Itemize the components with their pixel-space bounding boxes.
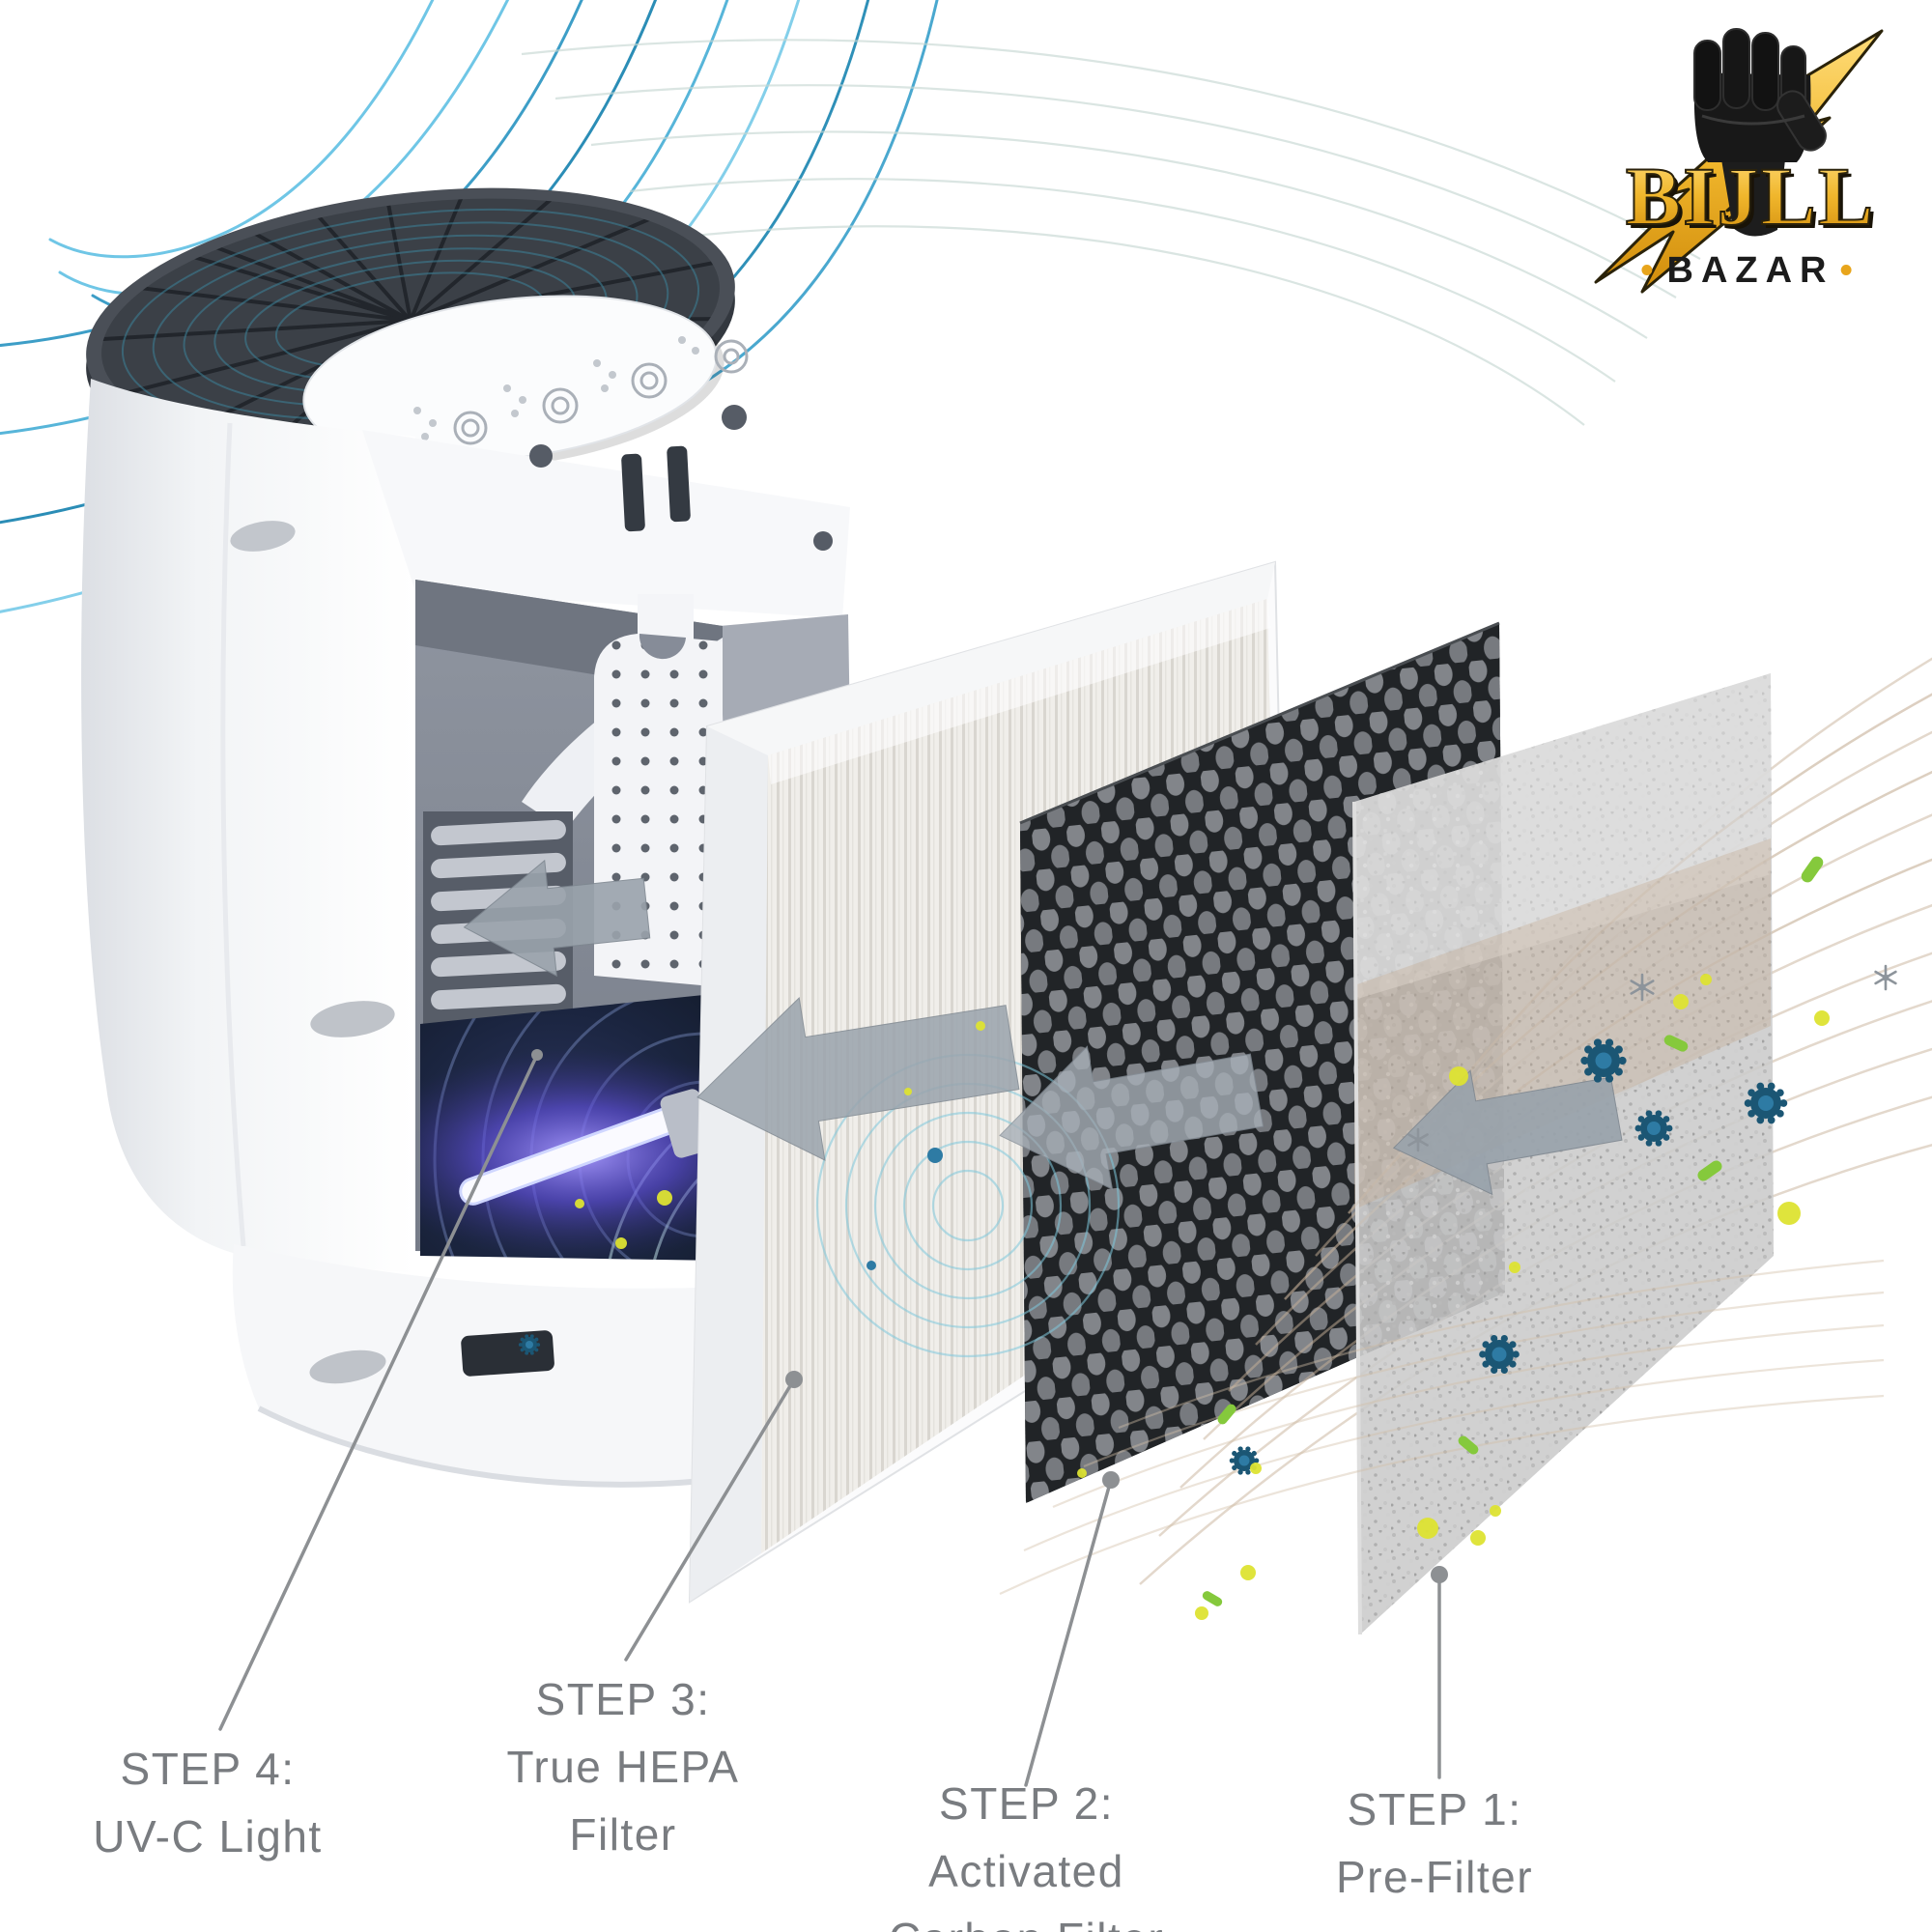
- uv-chamber-arcs: [420, 993, 723, 1261]
- particle-dust: [976, 1021, 985, 1031]
- brand-name-shadow: BIJLL: [1630, 154, 1880, 246]
- particle-bacteria: [1697, 1160, 1722, 1181]
- particle-virus: [518, 1334, 541, 1355]
- step-1-number: STEP 1:: [1347, 1784, 1522, 1834]
- hepa-frame-left: [690, 726, 768, 1602]
- airflow-arrow-exhaust: [463, 859, 651, 978]
- particle-virus: [1744, 1082, 1788, 1124]
- particle-dust: [904, 1088, 912, 1095]
- step-2-name-line1: Activated: [928, 1846, 1124, 1896]
- particle-bacteria: [1801, 856, 1824, 883]
- shield-notch: [639, 634, 686, 660]
- step-2-label: STEP 2: Activated Carbon Filter: [831, 1770, 1222, 1932]
- step-2-number: STEP 2:: [939, 1778, 1114, 1829]
- particle-snowflake: [1874, 964, 1897, 991]
- pre-filter-left-edge: [1352, 801, 1362, 1635]
- step-4-name: UV-C Light: [93, 1811, 323, 1861]
- leader-line-step3: [624, 1378, 796, 1662]
- contaminant-particles: [518, 856, 1897, 1620]
- screw-recess-bottom: [309, 1350, 386, 1384]
- particle-dust: [1509, 1262, 1520, 1273]
- step-2-name-line2: Carbon Filter: [831, 1905, 1222, 1932]
- timer-button-icon: [631, 362, 668, 399]
- airflow-arrow-hepa: [696, 997, 1020, 1161]
- screw-recess-middle: [310, 1001, 395, 1037]
- airflow-arrow-prefilter: [1392, 1069, 1623, 1196]
- brand-logo: BIJLL BIJLL •BAZAR•: [1594, 28, 1884, 294]
- leader-lines: [218, 1049, 1448, 1787]
- leader-line-step2: [1024, 1478, 1113, 1787]
- step-4-label: STEP 4: UV-C Light: [14, 1735, 401, 1870]
- bottom-vent-slot: [461, 1330, 554, 1377]
- step-3-name-line2: Filter: [569, 1809, 677, 1860]
- air-purifier-device: [81, 166, 850, 1488]
- step-1-label: STEP 1: Pre-Filter: [1236, 1776, 1633, 1911]
- particle-dust: [1673, 994, 1689, 1009]
- pre-filter-highlight: [1354, 673, 1771, 1000]
- particle-dust: [1814, 1010, 1830, 1026]
- step-3-number: STEP 3:: [535, 1674, 711, 1724]
- particle-dust: [575, 1199, 584, 1208]
- particle-virus: [1479, 1334, 1520, 1375]
- particle-dust: [1449, 1066, 1468, 1086]
- carbon-top-edge: [1019, 621, 1500, 825]
- particle-bacteria: [1202, 1591, 1223, 1606]
- control-panel-indicator-dots: [413, 336, 699, 440]
- particle-dust: [1195, 1606, 1208, 1620]
- particle-dust: [1417, 1518, 1438, 1539]
- screw-recess-top: [230, 521, 296, 552]
- hepa-frame-top: [707, 562, 1275, 755]
- brand-tagline: •BAZAR•: [1640, 250, 1861, 291]
- particle-bacteria: [1458, 1435, 1479, 1455]
- particle-dust: [657, 1190, 672, 1206]
- brand-name: BIJLL: [1626, 150, 1876, 242]
- particle-dot-teal: [867, 1261, 876, 1270]
- body-crease: [220, 422, 246, 1247]
- particle-virus: [1580, 1038, 1627, 1083]
- step-3-name-line1: True HEPA: [506, 1742, 740, 1792]
- particle-dot-teal: [927, 1148, 943, 1163]
- particle-virus: [1229, 1446, 1260, 1475]
- particle-virus: [1634, 1110, 1673, 1147]
- step-4-number: STEP 4:: [120, 1744, 296, 1794]
- particle-dust: [1777, 1202, 1801, 1225]
- particle-bacteria: [1217, 1404, 1236, 1425]
- particle-dust: [1250, 1463, 1262, 1474]
- particle-dust: [1240, 1565, 1256, 1580]
- swirl-lines-bottom: [999, 1259, 1885, 1595]
- fist-icon: [1693, 28, 1827, 237]
- step-3-label: STEP 3: True HEPA Filter: [435, 1665, 811, 1868]
- airflow-arrow-carbon: [999, 1045, 1264, 1190]
- uv-button-icon: [714, 339, 749, 374]
- particle-bacteria: [1663, 1035, 1689, 1052]
- front-top-panel: [362, 430, 850, 618]
- device-body-left: [81, 379, 415, 1273]
- fan-speed-button-icon: [542, 387, 579, 424]
- particle-snowflake: [1630, 973, 1655, 1002]
- particle-dust: [1077, 1468, 1087, 1478]
- front-panel-holes: [529, 405, 833, 551]
- front-panel-vent-slots: [621, 445, 691, 532]
- step-1-name: Pre-Filter: [1335, 1852, 1534, 1902]
- airflow-lines-right: [521, 39, 1701, 426]
- particle-snowflake: [1407, 1127, 1429, 1152]
- particle-dust: [1490, 1505, 1501, 1517]
- particle-dust: [615, 1237, 627, 1249]
- leader-line-step4: [218, 1053, 539, 1731]
- control-panel-buttons: [453, 339, 749, 445]
- power-button-icon: [453, 411, 488, 445]
- particle-dust: [1700, 974, 1712, 985]
- particle-dust: [1470, 1530, 1486, 1546]
